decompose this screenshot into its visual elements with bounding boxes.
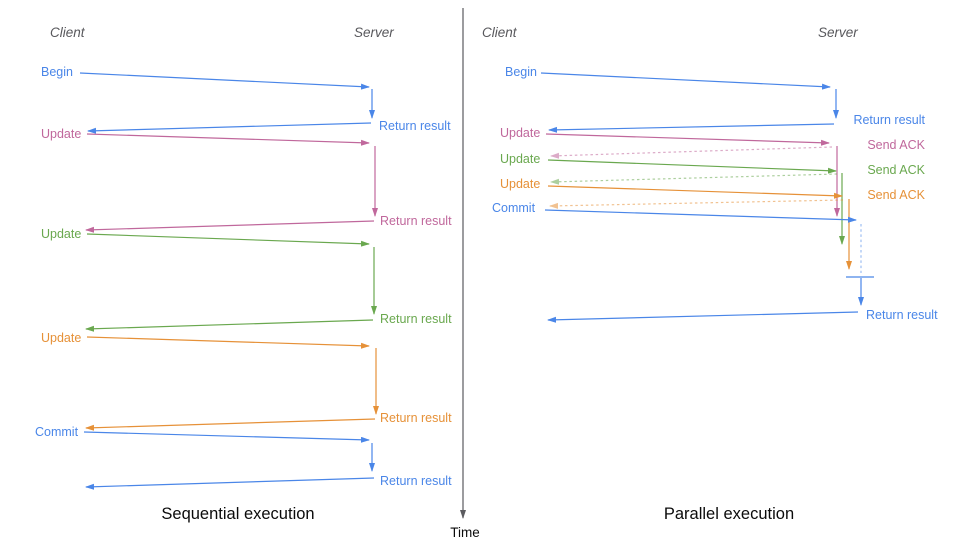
seq-update3-label: Update (41, 331, 81, 345)
par-send-ack-label-1: Send ACK (867, 138, 925, 152)
sequential-panel: Client Server Begin Return result Update… (35, 25, 452, 523)
par-update2-request-line (547, 159, 837, 174)
seq-begin-request-line (79, 72, 370, 90)
seq-update1-response-line (85, 220, 375, 233)
par-commit-request-line (544, 209, 857, 223)
par-begin-response-line (548, 123, 835, 133)
par-update3-label: Update (500, 177, 540, 191)
seq-commit-response-line (85, 477, 375, 490)
seq-begin-label: Begin (41, 65, 73, 79)
seq-update2-response-line (85, 319, 374, 332)
seq-return-result-label-2: Return result (380, 214, 452, 228)
par-update2-label: Update (500, 152, 540, 166)
seq-update3-request-line (86, 336, 370, 349)
seq-return-result-label-4: Return result (380, 411, 452, 425)
par-update3-ack-line (549, 199, 844, 209)
par-return-result-label-2: Return result (866, 308, 938, 322)
seq-update2-request-line (86, 233, 370, 247)
seq-update3-response-line (85, 418, 376, 431)
par-update2-ack-line (550, 173, 838, 185)
par-update1-request-line (545, 133, 830, 146)
parallel-panel: Client Server Begin Return result Update… (482, 25, 938, 523)
seq-begin-response-line (87, 122, 372, 134)
seq-update1-label: Update (41, 127, 81, 141)
seq-server-header: Server (354, 25, 394, 40)
par-update1-label: Update (500, 126, 540, 140)
seq-return-result-label-1: Return result (379, 119, 451, 133)
par-commit-label: Commit (492, 201, 536, 215)
time-axis: Time (450, 8, 480, 540)
par-commit-response-line (547, 311, 859, 323)
seq-commit-request-line (83, 431, 370, 443)
par-send-ack-label-2: Send ACK (867, 163, 925, 177)
seq-update2-label: Update (41, 227, 81, 241)
seq-return-result-label-3: Return result (380, 312, 452, 326)
par-return-result-label-1: Return result (853, 113, 925, 127)
par-server-header: Server (818, 25, 858, 40)
seq-client-header: Client (50, 25, 86, 40)
par-update1-ack-line (550, 146, 833, 159)
par-update3-request-line (547, 185, 843, 199)
sequential-caption: Sequential execution (161, 505, 314, 523)
seq-update1-request-line (86, 133, 370, 146)
par-begin-request-line (540, 72, 831, 90)
parallel-caption: Parallel execution (664, 505, 794, 523)
seq-commit-label: Commit (35, 425, 79, 439)
par-send-ack-label-3: Send ACK (867, 188, 925, 202)
par-begin-label: Begin (505, 65, 537, 79)
time-axis-label: Time (450, 525, 480, 540)
seq-return-result-label-5: Return result (380, 474, 452, 488)
par-client-header: Client (482, 25, 518, 40)
